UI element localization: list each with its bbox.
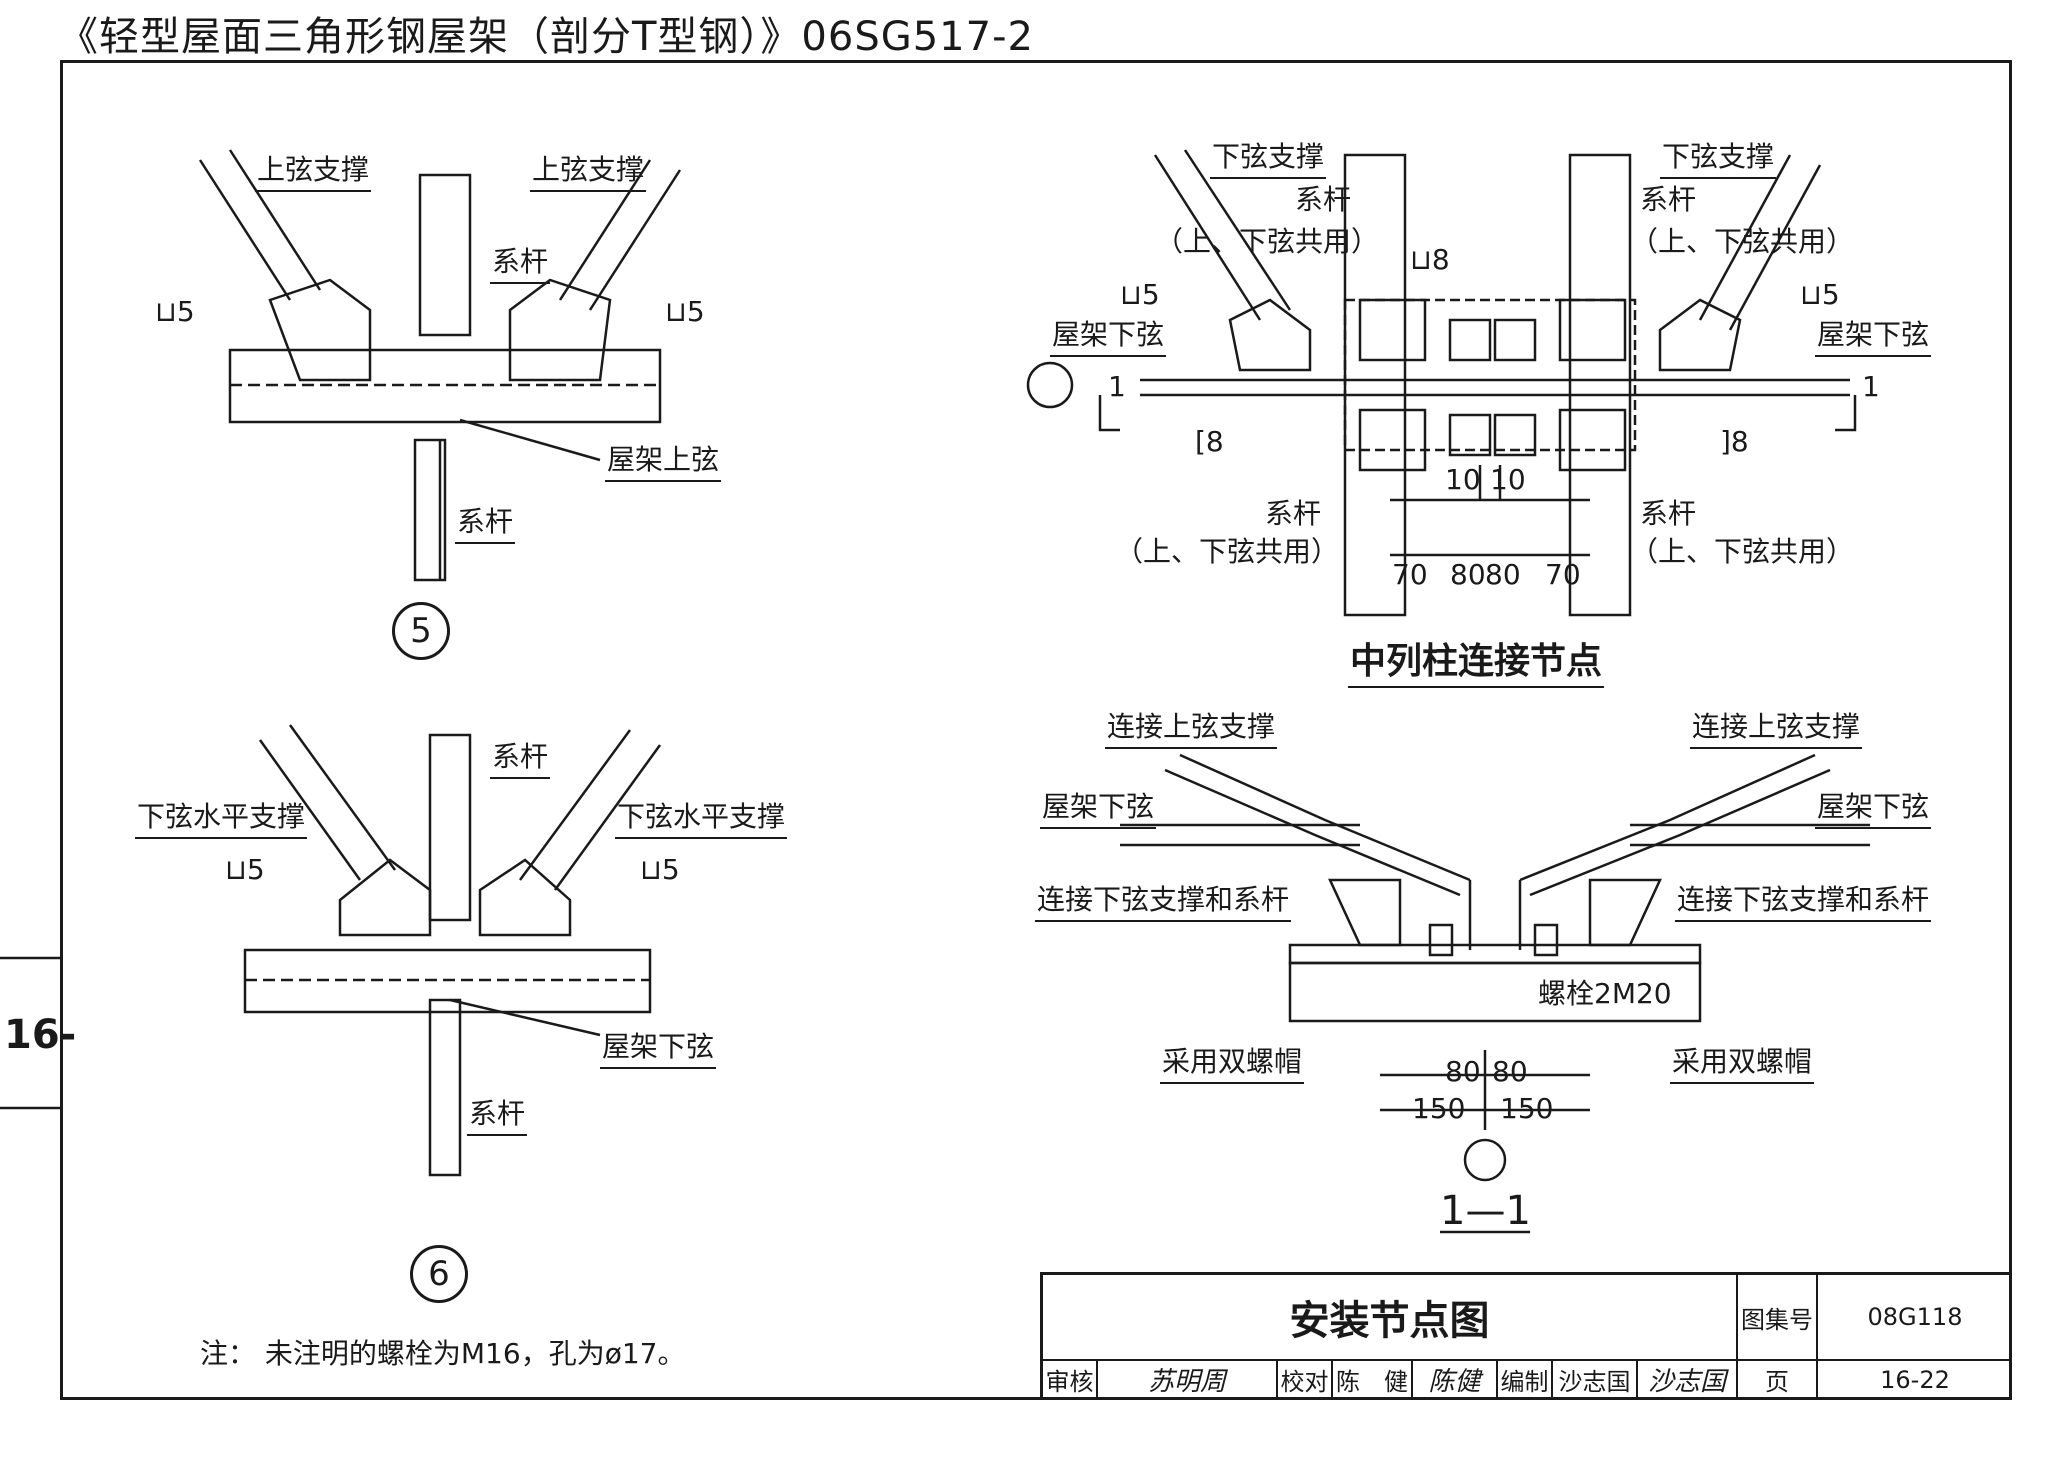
mc-shared-low-right: （上、下弦共用） <box>1630 535 1855 568</box>
check-signature: 陈健 <box>1413 1359 1498 1400</box>
mc-dim-80b: 80 <box>1485 558 1521 591</box>
mc-dim-10b: 10 <box>1490 463 1526 496</box>
checker-name: 陈 健 <box>1333 1359 1413 1400</box>
d5-weld-right: ⊔5 <box>665 295 705 328</box>
side-page-number: 16- <box>4 1012 77 1058</box>
mid-column-drawing <box>1026 149 1857 617</box>
d6-weld-right: ⊔5 <box>640 853 680 886</box>
compile-label: 编制 <box>1498 1359 1553 1400</box>
d6-truss-bottom-chord: 屋架下弦 <box>600 1025 717 1069</box>
mid-column-title: 中列柱连接节点 <box>1348 632 1605 688</box>
mc-weld-left: ⊔5 <box>1120 278 1160 311</box>
compile-signature: 沙志国 <box>1638 1359 1738 1400</box>
atlas-number: 08G118 <box>1867 1303 1963 1331</box>
detail5-drawing <box>198 149 682 582</box>
d5-top-chord-brace-left: 上弦支撑 <box>255 148 372 192</box>
d6-brace-left: 下弦水平支撑 <box>135 795 308 839</box>
d6-weld-left: ⊔5 <box>225 853 265 886</box>
s11-connect-top-left: 连接上弦支撑 <box>1105 705 1278 749</box>
mc-dim-80a: 80 <box>1450 558 1486 591</box>
s11-connect-bot-left: 连接下弦支撑和系杆 <box>1035 878 1292 922</box>
s11-connect-top-right: 连接上弦支撑 <box>1690 705 1863 749</box>
mc-bottom-chord-left: 屋架下弦 <box>1050 313 1167 357</box>
drawing-title: 安装节点图 <box>1043 1275 1738 1359</box>
s11-dim-80b: 80 <box>1492 1055 1528 1088</box>
check-label: 校对 <box>1278 1359 1333 1400</box>
d5-tie-bottom: 系杆 <box>455 500 516 544</box>
mc-shared-low-left: （上、下弦共用） <box>1115 535 1340 568</box>
drawing-frame <box>60 60 2012 1400</box>
s11-connect-bot-right: 连接下弦支撑和系杆 <box>1675 878 1932 922</box>
section11-drawing <box>1120 753 1870 1234</box>
mc-dim-70a: 70 <box>1392 558 1428 591</box>
page-header-title: 《轻型屋面三角形钢屋架（剖分T型钢）》06SG517-2 <box>58 14 1034 60</box>
mc-weld-right: ⊔5 <box>1800 278 1840 311</box>
s11-bottom-chord-right: 屋架下弦 <box>1815 785 1932 829</box>
d5-tie-top: 系杆 <box>490 240 551 284</box>
review-signature: 苏明周 <box>1098 1359 1278 1400</box>
mc-tie-low-left: 系杆 <box>1265 497 1322 530</box>
atlas-label: 图集号 <box>1738 1275 1818 1359</box>
s11-dim-80a: 80 <box>1445 1055 1481 1088</box>
s11-dim-150a: 150 <box>1412 1092 1466 1125</box>
d5-weld-left: ⊔5 <box>155 295 195 328</box>
compiler-name: 沙志国 <box>1553 1359 1638 1400</box>
title-block-divider <box>1043 1359 2009 1361</box>
mc-brace-left: 下弦支撑 <box>1210 135 1327 179</box>
page-number: 16-22 <box>1880 1365 1950 1394</box>
d6-tie-top: 系杆 <box>490 735 551 779</box>
d5-top-chord-brace-right: 上弦支撑 <box>530 148 647 192</box>
s11-dim-150b: 150 <box>1500 1092 1554 1125</box>
mc-tie-low-right: 系杆 <box>1640 497 1697 530</box>
mc-channel-left: [8 <box>1195 425 1224 458</box>
mc-tie-right: 系杆 <box>1640 183 1697 216</box>
mc-weld-center: ⊔8 <box>1410 243 1450 276</box>
s11-double-nut-right: 采用双螺帽 <box>1670 1040 1815 1084</box>
d6-brace-right: 下弦水平支撑 <box>615 795 788 839</box>
mc-brace-right: 下弦支撑 <box>1660 135 1777 179</box>
detail6-drawing <box>243 724 662 1177</box>
title-block: 安装节点图 图集号 08G118 审核 苏明周 校对 陈 健 陈健 编制 沙志国… <box>1040 1272 2012 1400</box>
mc-channel-right: ]8 <box>1720 425 1749 458</box>
mc-shared-left: （上、下弦共用） <box>1155 225 1380 258</box>
s11-bolt: 螺栓2M20 <box>1538 977 1672 1010</box>
section11-title: 1—1 <box>1440 1188 1531 1234</box>
review-label: 审核 <box>1043 1359 1098 1400</box>
mc-cut-right: 1 <box>1862 370 1880 403</box>
d5-truss-top-chord: 屋架上弦 <box>605 438 722 482</box>
mc-shared-right: （上、下弦共用） <box>1630 225 1855 258</box>
mc-dim-70b: 70 <box>1545 558 1581 591</box>
mc-tie-left: 系杆 <box>1295 183 1352 216</box>
s11-bottom-chord-left: 屋架下弦 <box>1040 785 1157 829</box>
detail6-marker: 6 <box>410 1245 468 1303</box>
s11-double-nut-left: 采用双螺帽 <box>1160 1040 1305 1084</box>
mc-bottom-chord-right: 屋架下弦 <box>1815 313 1932 357</box>
detail5-marker: 5 <box>392 602 450 660</box>
d6-tie-bottom: 系杆 <box>467 1092 528 1136</box>
page-label: 页 <box>1738 1359 1818 1400</box>
general-note: 注： 未注明的螺栓为M16，孔为ø17。 <box>200 1337 686 1370</box>
mc-dim-10a: 10 <box>1445 463 1481 496</box>
mc-cut-left: 1 <box>1108 370 1126 403</box>
